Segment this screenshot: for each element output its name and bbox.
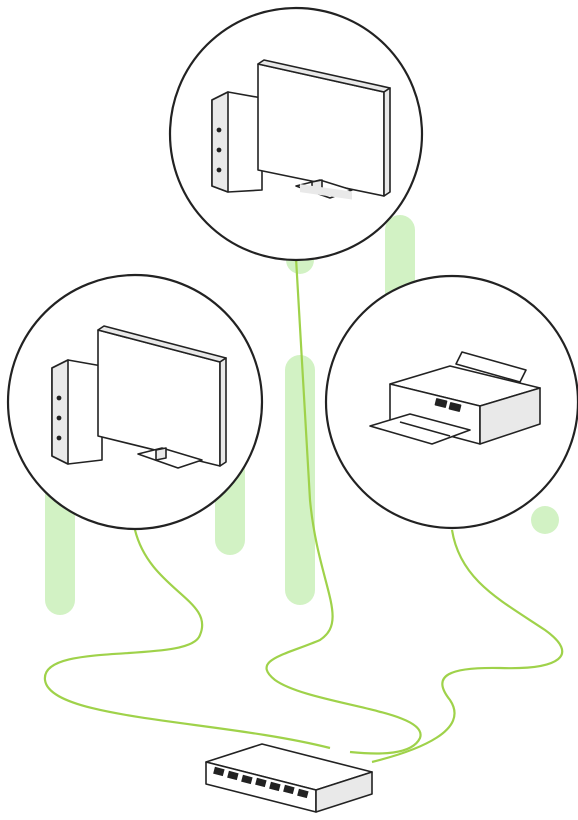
cable-printer [372,530,562,762]
node-computer-top [170,8,422,260]
network-switch-icon [206,744,372,812]
node-printer [326,276,578,528]
network-switch [206,744,372,812]
node-computer-left [8,275,262,529]
